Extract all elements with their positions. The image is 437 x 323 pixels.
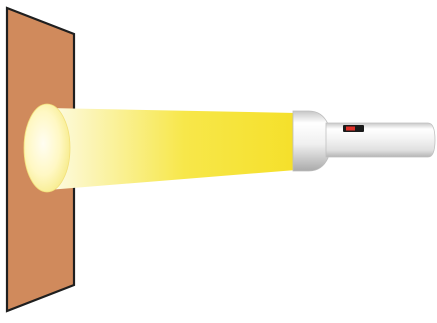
light-spot (23, 103, 71, 193)
light-beam (48, 108, 296, 190)
flashlight-head (292, 110, 329, 172)
power-indicator (346, 126, 355, 131)
flashlight-body (325, 122, 436, 158)
flashlight (292, 110, 436, 172)
